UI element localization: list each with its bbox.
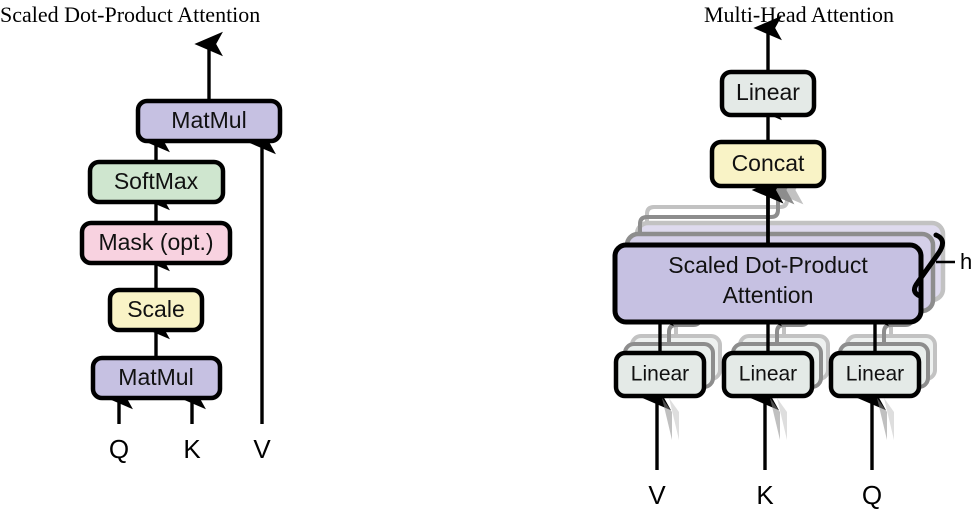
block-linear-output[interactable]: Linear bbox=[719, 69, 817, 118]
block-linear-output-label: Linear bbox=[736, 79, 800, 105]
block-linear-q[interactable]: Linear bbox=[828, 350, 922, 399]
panel-title-multi-head: Multi-Head Attention bbox=[703, 2, 895, 27]
block-linear-v-label: Linear bbox=[631, 363, 689, 386]
input-label-k: K bbox=[183, 434, 201, 464]
input-label-q: Q bbox=[109, 434, 129, 464]
right-panel-group: Linear Linear Linear bbox=[612, 15, 972, 510]
block-softmax-label: SoftMax bbox=[114, 168, 199, 194]
input-label-v: V bbox=[253, 434, 271, 464]
block-attention-label-line2: Attention bbox=[723, 282, 814, 308]
block-linear-k-label: Linear bbox=[739, 363, 797, 386]
block-scale-label: Scale bbox=[127, 296, 185, 322]
input-label-q-right: Q bbox=[862, 480, 882, 510]
block-matmul-top-label: MatMul bbox=[171, 107, 246, 133]
block-mask[interactable]: Mask (opt.) bbox=[79, 220, 233, 266]
block-scale[interactable]: Scale bbox=[107, 287, 205, 333]
block-attention[interactable]: Scaled Dot-Product Attention bbox=[612, 242, 924, 325]
block-mask-label: Mask (opt.) bbox=[98, 229, 213, 255]
head-count-label: h bbox=[960, 249, 972, 274]
panel-title-scaled-dot-product: Scaled Dot-Product Attention bbox=[0, 2, 261, 27]
block-attention-label-line1: Scaled Dot-Product bbox=[668, 252, 868, 278]
block-matmul-bottom-label: MatMul bbox=[118, 364, 193, 390]
block-linear-q-label: Linear bbox=[846, 363, 904, 386]
head-count-annotation: h bbox=[912, 232, 972, 299]
block-matmul-top[interactable]: MatMul bbox=[135, 98, 283, 144]
block-linear-v[interactable]: Linear bbox=[613, 350, 707, 399]
block-concat-label: Concat bbox=[732, 150, 805, 176]
input-label-k-right: K bbox=[756, 480, 774, 510]
left-panel-group: MatMul SoftMax Mask (opt.) Scale MatMul bbox=[79, 31, 283, 464]
input-label-v-right: V bbox=[648, 480, 666, 510]
block-concat[interactable]: Concat bbox=[709, 139, 827, 189]
block-softmax[interactable]: SoftMax bbox=[87, 159, 226, 205]
edges-attention-stack-to-concat bbox=[638, 175, 804, 234]
block-linear-k[interactable]: Linear bbox=[721, 350, 815, 399]
block-matmul-bottom[interactable]: MatMul bbox=[90, 355, 223, 401]
input-stack-shadows bbox=[662, 398, 894, 440]
